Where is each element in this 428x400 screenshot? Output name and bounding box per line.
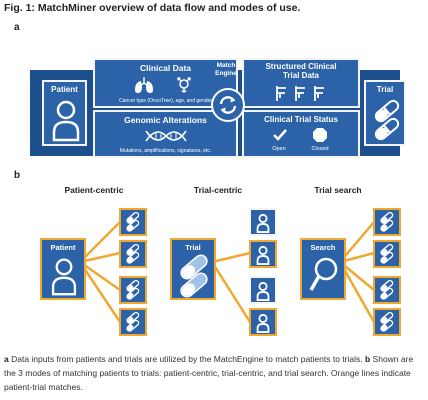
- pills-icon: [374, 99, 400, 141]
- patient-label: Patient: [51, 85, 78, 94]
- person-icon: [256, 245, 270, 265]
- trial-search-center-box: Search: [300, 238, 346, 300]
- ts-trial-box-3: [373, 276, 401, 304]
- dna-icon: [145, 130, 187, 142]
- pc-trial-box-1: [119, 208, 147, 236]
- person-icon: [256, 313, 270, 333]
- gender-icon: [177, 77, 191, 93]
- caption-a-text: Data inputs from patients and trials are…: [8, 354, 365, 364]
- genomic-alterations-subtitle: Mutations, amplifications, signatures, e…: [119, 148, 212, 154]
- match-engine-circle: [211, 88, 245, 122]
- lungs-icon: [135, 77, 153, 93]
- pc-trial-box-4: [119, 308, 147, 336]
- trial-centric-center-label: Trial: [185, 243, 201, 252]
- trial-label: Trial: [376, 85, 394, 94]
- match-engine-label: Match Engine: [215, 62, 237, 77]
- pills-icon: [126, 311, 140, 332]
- trial-search-heading: Trial search: [314, 185, 362, 195]
- panel-a-trial-box: Trial: [364, 80, 406, 146]
- ts-trial-box-2: [373, 240, 401, 268]
- pills-icon: [126, 243, 140, 264]
- pills-icon: [380, 211, 394, 232]
- patient-centric-center-box: Patient: [40, 238, 86, 300]
- stop-octagon-icon: [313, 128, 327, 142]
- person-icon: [256, 213, 270, 233]
- structured-trial-data-box: Structured Clinical Trial Data: [242, 58, 360, 108]
- pills-icon: [380, 243, 394, 264]
- pills-icon: [180, 254, 208, 298]
- checkmark-icon: [273, 129, 287, 141]
- genomic-alterations-box: Genomic Alterations Mutations, amplifica…: [93, 110, 238, 158]
- trial-centric-heading: Trial-centric: [193, 185, 243, 195]
- caption-a-label: a: [4, 354, 9, 364]
- tc-patient-box-3: [249, 276, 277, 304]
- panel-a-patient-box: Patient: [42, 80, 87, 146]
- pills-icon: [380, 279, 394, 300]
- magnifier-icon: [309, 257, 338, 291]
- pc-trial-box-2: [119, 240, 147, 268]
- panel-b-label: b: [14, 170, 21, 181]
- trial-search-center-label: Search: [310, 243, 336, 252]
- clinical-data-title: Clinical Data: [139, 63, 192, 73]
- structured-trial-data-title: Structured Clinical Trial Data: [265, 62, 337, 80]
- pills-icon: [126, 211, 140, 232]
- pc-trial-box-3: [119, 276, 147, 304]
- patient-centric-heading: Patient-centric: [64, 185, 124, 195]
- person-icon: [52, 100, 80, 142]
- caption-b-label: b: [364, 354, 371, 364]
- figure-caption: a Data inputs from patients and trials a…: [4, 352, 424, 394]
- person-icon: [51, 258, 77, 296]
- criteria-icons: [276, 86, 324, 101]
- panel-a-label: a: [14, 22, 20, 33]
- genomic-alterations-title: Genomic Alterations: [124, 115, 207, 125]
- ts-trial-box-4: [373, 308, 401, 336]
- closed-label: Closed: [311, 146, 329, 152]
- trial-status-title: Clinical Trial Status: [264, 115, 338, 124]
- pills-icon: [126, 279, 140, 300]
- figure-title: Fig. 1: MatchMiner overview of data flow…: [4, 2, 301, 14]
- patient-centric-center-label: Patient: [50, 243, 76, 252]
- pills-icon: [380, 311, 394, 332]
- tc-patient-box-1: [249, 208, 277, 236]
- clinical-data-subtitle: Cancer type (OncoTree), age, and gender: [119, 98, 212, 104]
- trial-status-box: Clinical Trial Status Open Closed: [242, 110, 360, 158]
- caption-b-text: Shown are the 3 modes of matching patien…: [4, 354, 414, 392]
- tc-patient-box-2: [249, 240, 277, 268]
- trial-centric-center-box: Trial: [170, 238, 216, 300]
- open-label: Open: [272, 146, 286, 152]
- refresh-icon: [219, 96, 237, 114]
- person-icon: [256, 281, 270, 301]
- tc-patient-box-4: [249, 308, 277, 336]
- ts-trial-box-1: [373, 208, 401, 236]
